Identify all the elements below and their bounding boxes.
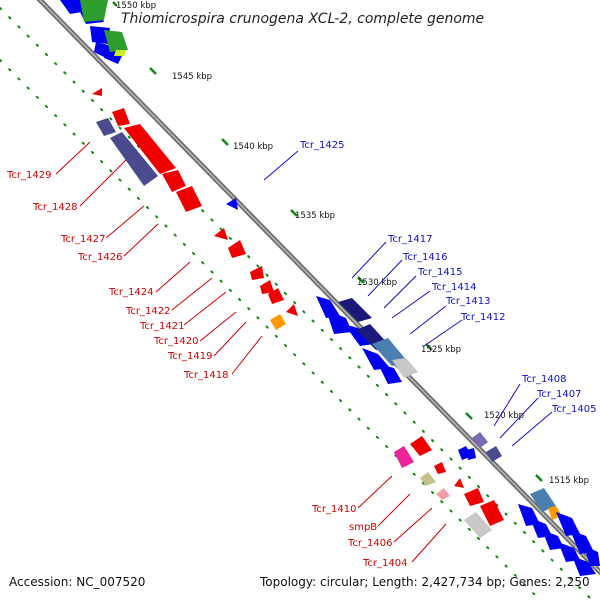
label-tcr-1412[interactable]: Tcr_1412 [460, 312, 505, 323]
label-tcr-1417[interactable]: Tcr_1417 [387, 234, 432, 245]
label-tcr-1421[interactable]: Tcr_1421 [139, 321, 184, 332]
gene-navy[interactable] [338, 298, 372, 322]
gene-rev[interactable] [124, 124, 176, 174]
gene-rev[interactable] [480, 500, 504, 526]
label-tcr-1429[interactable]: Tcr_1429 [6, 170, 51, 181]
label-tcr-1424[interactable]: Tcr_1424 [108, 287, 153, 298]
gene-fwd[interactable] [584, 546, 600, 566]
gene-rev[interactable] [464, 488, 484, 506]
kbp-ticks [112, 1, 543, 482]
gene-rev[interactable] [250, 266, 264, 280]
gene-fwd[interactable] [572, 556, 596, 576]
kbp-label-1530: 1530 kbp [357, 278, 397, 288]
label-tcr-1408[interactable]: Tcr_1408 [521, 374, 566, 385]
gene-rev[interactable] [176, 186, 202, 212]
gene-fwd[interactable] [362, 348, 390, 370]
map-title: Thiomicrospira crunogena XCL-2, complete… [121, 11, 484, 27]
gene-rev[interactable] [162, 170, 186, 192]
gene-grey[interactable] [464, 512, 492, 538]
label-tcr-1427[interactable]: Tcr_1427 [60, 234, 105, 245]
label-tcr-1425[interactable]: Tcr_1425 [299, 140, 344, 151]
label-tcr-1410[interactable]: Tcr_1410 [311, 504, 356, 515]
gene-fwd[interactable] [226, 198, 238, 210]
gene-rev[interactable] [268, 288, 284, 304]
reverse-label-texts: Tcr_1429 Tcr_1428 Tcr_1427 Tcr_1426 Tcr_… [6, 170, 407, 569]
gene-steel[interactable] [530, 488, 556, 512]
kbp-label-1515: 1515 kbp [549, 476, 589, 486]
gene-grey[interactable] [392, 358, 418, 378]
label-tcr-1422[interactable]: Tcr_1422 [125, 306, 170, 317]
label-tcr-1406[interactable]: Tcr_1406 [347, 538, 392, 549]
gene-fwd[interactable] [378, 364, 402, 384]
gene-rev[interactable] [286, 304, 298, 316]
gene-fwd[interactable] [316, 296, 340, 318]
label-tcr-1426[interactable]: Tcr_1426 [77, 252, 122, 263]
gene-fwd[interactable] [466, 448, 476, 460]
label-smpb[interactable]: smpB [349, 522, 377, 533]
reverse-genes [92, 88, 504, 538]
label-tcr-1420[interactable]: Tcr_1420 [153, 336, 198, 347]
inner-tick-line [0, 59, 541, 600]
label-tcr-1413[interactable]: Tcr_1413 [445, 296, 490, 307]
gene-rev[interactable] [454, 478, 464, 488]
gene-pink[interactable] [436, 488, 450, 500]
gene-rev[interactable] [92, 88, 102, 96]
outer-tick-line [0, 7, 594, 600]
forward-labels [263, 150, 553, 447]
gene-green[interactable] [104, 30, 128, 52]
topology-text: Topology: circular; Length: 2,427,734 bp… [259, 575, 590, 589]
gene-purple[interactable] [472, 432, 488, 448]
label-tcr-1404[interactable]: Tcr_1404 [362, 558, 407, 569]
kbp-label-top: 1550 kbp [116, 1, 156, 11]
label-tcr-1414[interactable]: Tcr_1414 [431, 282, 476, 293]
backbone [36, 0, 600, 576]
reverse-labels [55, 141, 447, 563]
gene-rev[interactable] [260, 280, 274, 294]
gene-fwd[interactable] [542, 530, 564, 550]
accession-text: Accession: NC_007520 [9, 575, 145, 589]
kbp-label-1520: 1520 kbp [484, 411, 524, 421]
gene-rev[interactable] [410, 436, 432, 456]
gene-purple[interactable] [486, 446, 502, 462]
label-tcr-1405[interactable]: Tcr_1405 [551, 404, 596, 415]
gene-rev[interactable] [214, 228, 228, 240]
label-tcr-1415[interactable]: Tcr_1415 [417, 267, 462, 278]
gene-green[interactable] [80, 0, 108, 22]
kbp-label-1535: 1535 kbp [295, 211, 335, 221]
gene-magenta[interactable] [394, 446, 414, 468]
label-tcr-1416[interactable]: Tcr_1416 [402, 252, 447, 263]
gene-purple[interactable] [110, 132, 158, 186]
gene-rev[interactable] [434, 462, 446, 474]
gene-rev[interactable] [112, 108, 130, 126]
forward-label-texts: Tcr_1425 Tcr_1417 Tcr_1416 Tcr_1415 Tcr_… [299, 140, 596, 415]
forward-genes [60, 0, 600, 576]
gene-yellow[interactable] [114, 50, 126, 56]
label-tcr-1428[interactable]: Tcr_1428 [32, 202, 77, 213]
label-tcr-1419[interactable]: Tcr_1419 [167, 351, 212, 362]
label-tcr-1407[interactable]: Tcr_1407 [536, 389, 581, 400]
label-tcr-1418[interactable]: Tcr_1418 [183, 370, 228, 381]
gene-rev[interactable] [228, 240, 246, 258]
tick-dots [0, 7, 594, 600]
gene-orange[interactable] [270, 314, 286, 330]
gene-olive[interactable] [420, 472, 436, 486]
gene-purple[interactable] [96, 118, 116, 136]
gene-fwd[interactable] [556, 512, 580, 536]
kbp-label-1525: 1525 kbp [421, 345, 461, 355]
gene-fwd[interactable] [326, 310, 352, 334]
kbp-label-1540: 1540 kbp [233, 142, 273, 152]
kbp-label-1545: 1545 kbp [172, 72, 212, 82]
